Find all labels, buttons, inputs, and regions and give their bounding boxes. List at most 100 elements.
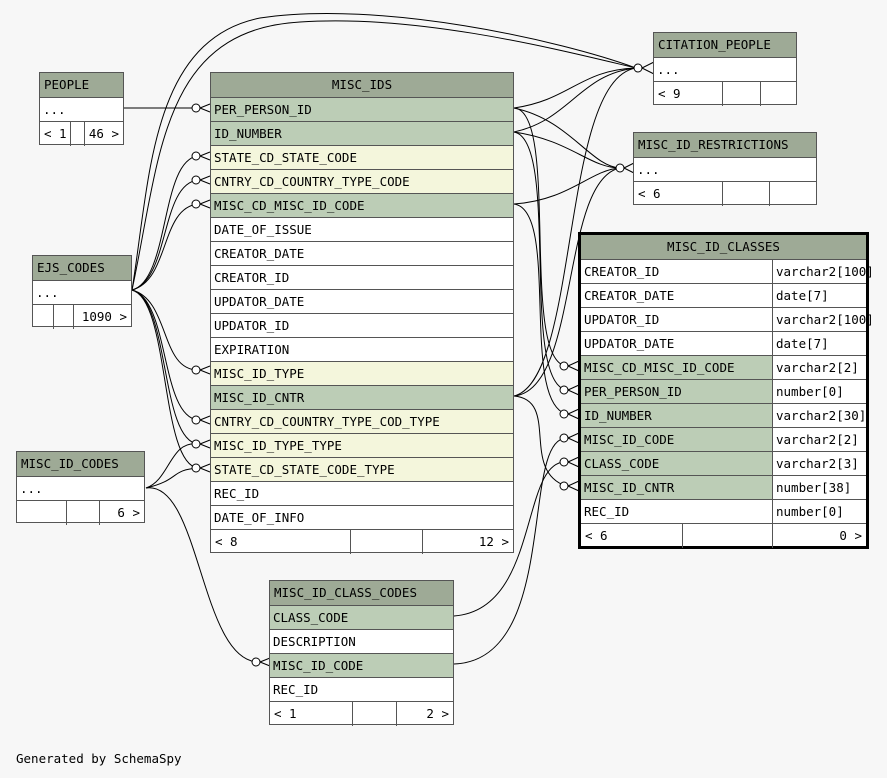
table-misc-ids[interactable]: MISC_IDS PER_PERSON_ID ID_NUMBER STATE_CD_…: [210, 72, 514, 554]
column-row[interactable]: PER_PERSON_ID number[0]: [581, 380, 866, 404]
child-count: 46 >: [88, 126, 119, 141]
column-name: CREATOR_ID: [214, 270, 290, 285]
child-count: 0 >: [839, 528, 862, 543]
table-title: MISC_IDS: [211, 73, 513, 98]
table-misc-id-restrictions[interactable]: MISC_ID_RESTRICTIONS ... < 6: [633, 132, 817, 206]
table-footer: < 9: [654, 82, 796, 106]
column-row[interactable]: EXPIRATION: [211, 338, 513, 362]
column-ellipsis: ...: [33, 281, 131, 305]
column-name: PER_PERSON_ID: [584, 384, 682, 399]
column-row[interactable]: REC_ID: [211, 482, 513, 506]
column-row[interactable]: DATE_OF_INFO: [211, 506, 513, 530]
column-row[interactable]: DESCRIPTION: [270, 630, 453, 654]
column-type: number[0]: [772, 380, 866, 403]
table-misc-id-class-codes[interactable]: MISC_ID_CLASS_CODES CLASS_CODE DESCRIPTIO…: [269, 580, 454, 726]
column-name: DESCRIPTION: [273, 634, 356, 649]
column-row[interactable]: UPDATOR_DATE: [211, 290, 513, 314]
parent-count: < 1: [44, 126, 67, 141]
child-count: 1090 >: [81, 309, 127, 324]
column-row[interactable]: UPDATOR_ID varchar2[100]: [581, 308, 874, 332]
table-people[interactable]: PEOPLE ... < 1 46 >: [39, 72, 124, 146]
column-row[interactable]: REC_ID number[0]: [581, 500, 866, 524]
column-name: UPDATOR_ID: [214, 318, 290, 333]
column-name: STATE_CD_STATE_CODE_TYPE: [214, 462, 395, 477]
column-row[interactable]: CREATOR_DATE: [211, 242, 513, 266]
column-ellipsis: ...: [654, 58, 796, 82]
table-title: PEOPLE: [40, 73, 123, 98]
column-row[interactable]: STATE_CD_STATE_CODE_TYPE: [211, 458, 513, 482]
column-row[interactable]: CNTRY_CD_COUNTRY_TYPE_COD_TYPE: [211, 410, 513, 434]
column-type: varchar2[2]: [772, 356, 866, 379]
column-name: MISC_ID_CODE: [273, 658, 364, 673]
column-name: UPDATOR_ID: [584, 312, 660, 327]
table-footer: 6 >: [17, 501, 144, 525]
column-name: REC_ID: [584, 504, 630, 519]
column-row[interactable]: CLASS_CODE varchar2[3]: [581, 452, 866, 476]
column-row[interactable]: REC_ID: [270, 678, 453, 702]
column-name: MISC_CD_MISC_ID_CODE: [584, 360, 735, 375]
column-type: number[38]: [772, 476, 866, 499]
column-type: varchar2[2]: [772, 428, 866, 451]
table-footer: < 8 12 >: [211, 530, 513, 554]
column-name: REC_ID: [214, 486, 260, 501]
column-type: varchar2[30]: [772, 404, 866, 427]
table-title: MISC_ID_CLASS_CODES: [270, 581, 453, 606]
column-row[interactable]: STATE_CD_STATE_CODE: [211, 146, 513, 170]
generated-by-label: Generated by SchemaSpy: [16, 751, 182, 766]
column-row[interactable]: DATE_OF_ISSUE: [211, 218, 513, 242]
column-row[interactable]: MISC_CD_MISC_ID_CODE varchar2[2]: [581, 356, 866, 380]
column-type: date[7]: [772, 284, 866, 307]
column-row[interactable]: MISC_ID_TYPE: [211, 362, 513, 386]
column-type: date[7]: [772, 332, 866, 355]
column-row[interactable]: CLASS_CODE: [270, 606, 453, 630]
table-footer: < 6: [634, 182, 816, 206]
column-name: CNTRY_CD_COUNTRY_TYPE_CODE: [214, 174, 410, 189]
column-name: EXPIRATION: [214, 342, 290, 357]
table-ejs-codes[interactable]: EJS_CODES ... 1090 >: [32, 255, 132, 329]
column-ellipsis: ...: [40, 98, 123, 122]
table-title: MISC_ID_RESTRICTIONS: [634, 133, 816, 158]
column-name: MISC_ID_TYPE: [214, 366, 305, 381]
parent-count: < 8: [215, 534, 238, 549]
column-type: varchar2[100]: [772, 308, 874, 331]
column-name: CLASS_CODE: [584, 456, 660, 471]
table-citation-people[interactable]: CITATION_PEOPLE ... < 9: [653, 32, 797, 106]
table-title: MISC_ID_CLASSES: [581, 235, 866, 260]
column-name: STATE_CD_STATE_CODE: [214, 150, 357, 165]
table-footer: < 6 0 >: [581, 524, 866, 548]
column-name: UPDATOR_DATE: [214, 294, 305, 309]
column-row[interactable]: PER_PERSON_ID: [211, 98, 513, 122]
column-row[interactable]: ID_NUMBER: [211, 122, 513, 146]
column-row[interactable]: MISC_ID_CNTR: [211, 386, 513, 410]
column-row[interactable]: MISC_CD_MISC_ID_CODE: [211, 194, 513, 218]
column-row[interactable]: UPDATOR_ID: [211, 314, 513, 338]
parent-count: < 1: [274, 706, 297, 721]
column-row[interactable]: CREATOR_ID: [211, 266, 513, 290]
child-count: 12 >: [478, 534, 509, 549]
column-name: PER_PERSON_ID: [214, 102, 312, 117]
column-row[interactable]: MISC_ID_TYPE_TYPE: [211, 434, 513, 458]
column-name: CLASS_CODE: [273, 610, 349, 625]
column-ellipsis: ...: [17, 477, 144, 501]
column-row[interactable]: CNTRY_CD_COUNTRY_TYPE_CODE: [211, 170, 513, 194]
column-name: ID_NUMBER: [214, 126, 282, 141]
column-name: DATE_OF_ISSUE: [214, 222, 312, 237]
column-name: CNTRY_CD_COUNTRY_TYPE_COD_TYPE: [214, 414, 440, 429]
column-name: MISC_CD_MISC_ID_CODE: [214, 198, 365, 213]
table-misc-id-codes[interactable]: MISC_ID_CODES ... 6 >: [16, 451, 145, 525]
column-type: number[0]: [772, 500, 866, 523]
column-row[interactable]: MISC_ID_CODE: [270, 654, 453, 678]
column-name: DATE_OF_INFO: [214, 510, 305, 525]
column-type: varchar2[3]: [772, 452, 866, 475]
column-ellipsis: ...: [634, 158, 816, 182]
column-name: MISC_ID_CNTR: [214, 390, 305, 405]
parent-count: < 6: [585, 528, 608, 543]
column-name: MISC_ID_TYPE_TYPE: [214, 438, 342, 453]
